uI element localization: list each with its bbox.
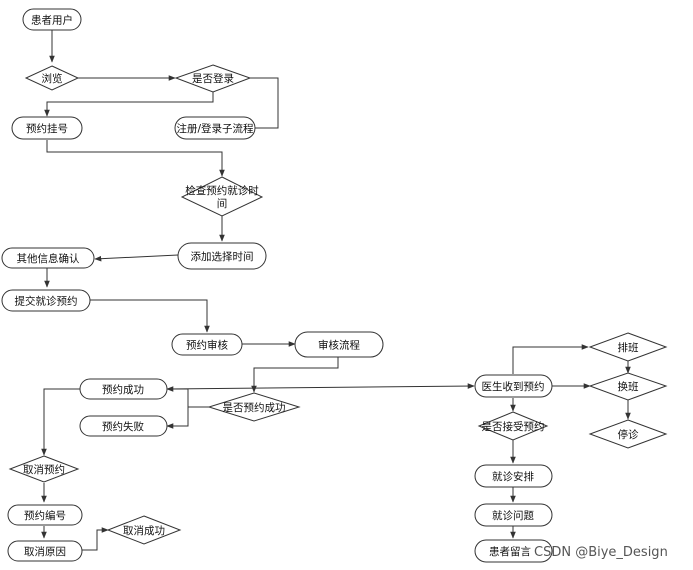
edge-result-to-failed bbox=[166, 407, 189, 429]
svg-text:是否预约成功: 是否预约成功 bbox=[223, 401, 286, 414]
svg-text:预约成功: 预约成功 bbox=[102, 383, 144, 396]
node-check-appointment-time: 检查预约就诊时 间 bbox=[180, 176, 264, 217]
node-submit-appointment: 提交就诊预约 bbox=[1, 289, 91, 312]
svg-text:预约编号: 预约编号 bbox=[24, 509, 66, 522]
svg-text:检查预约就诊时: 检查预约就诊时 bbox=[185, 184, 259, 197]
node-book-registration: 预约挂号 bbox=[11, 116, 83, 140]
edge-result-to-success bbox=[166, 386, 210, 408]
node-visit-arrangement: 就诊安排 bbox=[474, 464, 553, 488]
svg-text:是否接受预约: 是否接受预约 bbox=[482, 420, 545, 433]
svg-text:间: 间 bbox=[217, 197, 228, 210]
node-swap-shift: 换班 bbox=[588, 372, 668, 401]
node-cancel-appointment: 取消预约 bbox=[8, 455, 80, 483]
node-stop-clinic: 停诊 bbox=[588, 419, 668, 449]
svg-text:患者留言: 患者留言 bbox=[489, 545, 531, 558]
svg-text:停诊: 停诊 bbox=[618, 428, 639, 441]
node-scheduling: 排班 bbox=[588, 332, 668, 362]
node-is-logged-in: 是否登录 bbox=[174, 64, 252, 93]
node-browse: 浏览 bbox=[24, 65, 80, 91]
node-other-info-confirm: 其他信息确认 bbox=[1, 247, 95, 269]
svg-text:预约审核: 预约审核 bbox=[186, 339, 228, 352]
svg-text:取消原因: 取消原因 bbox=[24, 545, 66, 558]
flowchart-edges bbox=[41, 30, 631, 551]
svg-text:就诊问题: 就诊问题 bbox=[492, 509, 534, 522]
svg-text:其他信息确认: 其他信息确认 bbox=[17, 252, 80, 265]
node-doctor-receive: 医生收到预约 bbox=[474, 374, 553, 398]
node-add-select-time: 添加选择时间 bbox=[177, 242, 267, 270]
node-register-login-subflow: 注册/登录子流程 bbox=[174, 116, 256, 140]
node-patient-user: 患者用户 bbox=[22, 8, 82, 31]
edge-success-to-cancel bbox=[41, 388, 80, 456]
edge-login-check-to-subflow bbox=[250, 77, 279, 129]
svg-text:浏览: 浏览 bbox=[42, 72, 63, 85]
edge-process-to-result bbox=[251, 357, 339, 393]
svg-text:添加选择时间: 添加选择时间 bbox=[191, 250, 254, 263]
svg-text:提交就诊预约: 提交就诊预约 bbox=[15, 295, 78, 308]
edge-doctor-to-scheduling bbox=[512, 344, 589, 374]
svg-text:医生收到预约: 医生收到预约 bbox=[482, 380, 545, 393]
node-accept-appointment: 是否接受预约 bbox=[477, 411, 549, 441]
edge-login-check-to-booking bbox=[44, 92, 214, 117]
edge-success-to-doctor bbox=[166, 383, 475, 390]
svg-text:注册/登录子流程: 注册/登录子流程 bbox=[176, 122, 254, 135]
node-is-booking-success: 是否预约成功 bbox=[207, 392, 301, 422]
svg-text:换班: 换班 bbox=[618, 380, 639, 393]
svg-text:就诊安排: 就诊安排 bbox=[492, 470, 534, 483]
edge-submit-to-review bbox=[90, 299, 210, 333]
edge-reason-to-cancel-success bbox=[82, 527, 109, 551]
node-patient-message: 患者留言 bbox=[474, 539, 553, 563]
svg-text:审核流程: 审核流程 bbox=[318, 339, 360, 352]
svg-text:患者用户: 患者用户 bbox=[31, 14, 73, 27]
node-cancel-success: 取消成功 bbox=[106, 515, 182, 545]
node-booking-success: 预约成功 bbox=[79, 378, 168, 400]
svg-text:是否登录: 是否登录 bbox=[192, 72, 234, 85]
svg-text:预约挂号: 预约挂号 bbox=[26, 122, 68, 135]
watermark-text: CSDN @Biye_Design bbox=[534, 545, 668, 560]
svg-text:预约失败: 预约失败 bbox=[102, 420, 144, 433]
svg-text:取消预约: 取消预约 bbox=[23, 463, 65, 476]
node-review-process: 审核流程 bbox=[294, 331, 384, 358]
edge-booking-to-check-time bbox=[46, 140, 225, 177]
edge-add-time-to-other-info bbox=[94, 254, 179, 262]
node-cancel-reason: 取消原因 bbox=[7, 540, 83, 562]
svg-text:取消成功: 取消成功 bbox=[123, 524, 165, 537]
node-visit-issue: 就诊问题 bbox=[474, 503, 553, 527]
node-appointment-number: 预约编号 bbox=[7, 504, 83, 526]
node-appointment-review: 预约审核 bbox=[171, 333, 243, 356]
svg-text:排班: 排班 bbox=[618, 341, 639, 354]
node-booking-failed: 预约失败 bbox=[79, 415, 168, 437]
